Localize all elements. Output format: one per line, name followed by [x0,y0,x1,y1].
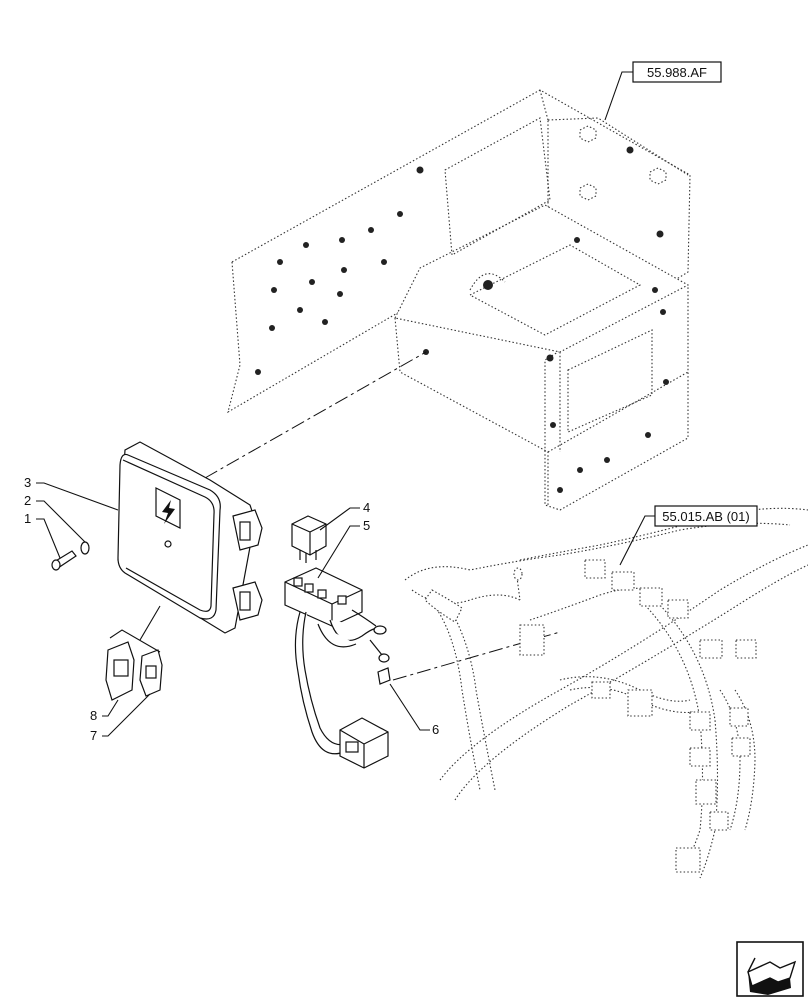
callout-5[interactable]: 5 [317,518,370,579]
reference-leader-frame [604,71,633,121]
callout-2[interactable]: 2 [24,493,86,543]
control-module [117,441,263,634]
harness-connector [339,717,389,769]
ring-terminal [377,667,391,685]
callout-8-number[interactable]: 8 [90,708,97,723]
callout-1[interactable]: 1 [24,511,61,559]
lightning-icon [162,500,175,524]
clip-group-bracket [109,605,161,653]
callout-6[interactable]: 6 [389,683,439,737]
callout-4[interactable]: 4 [319,500,370,531]
reference-label-frame[interactable]: 55.988.AF [647,65,707,80]
mounting-frame [227,89,691,511]
callout-2-number[interactable]: 2 [24,493,31,508]
fuse-relay-box [284,567,363,627]
callout-7-number[interactable]: 7 [90,728,97,743]
clip-bracket-large [105,641,135,701]
next-page-arrow-icon[interactable] [736,941,804,997]
callout-1-number[interactable]: 1 [24,511,31,526]
frame-holes [255,125,669,493]
reference-leader-harness [619,515,655,566]
vehicle-wiring-harness [404,507,808,879]
callout-4-number[interactable]: 4 [363,500,370,515]
washer [80,541,90,555]
reference-label-harness[interactable]: 55.015.AB (01) [662,509,749,524]
reference-box-harness[interactable]: 55.015.AB (01) [654,505,758,527]
callout-8[interactable]: 8 [90,699,119,723]
screw [51,550,77,571]
callout-3-number[interactable]: 3 [24,475,31,490]
callout-6-number[interactable]: 6 [432,722,439,737]
callout-5-number[interactable]: 5 [363,518,370,533]
relay [291,515,327,563]
callout-7[interactable]: 7 [90,693,151,743]
fuse-box-harness [294,609,390,755]
reference-box-frame[interactable]: 55.988.AF [632,61,722,83]
callout-3[interactable]: 3 [24,475,119,511]
clip-bracket-small [139,649,163,697]
mounting-axis-line [204,351,427,479]
